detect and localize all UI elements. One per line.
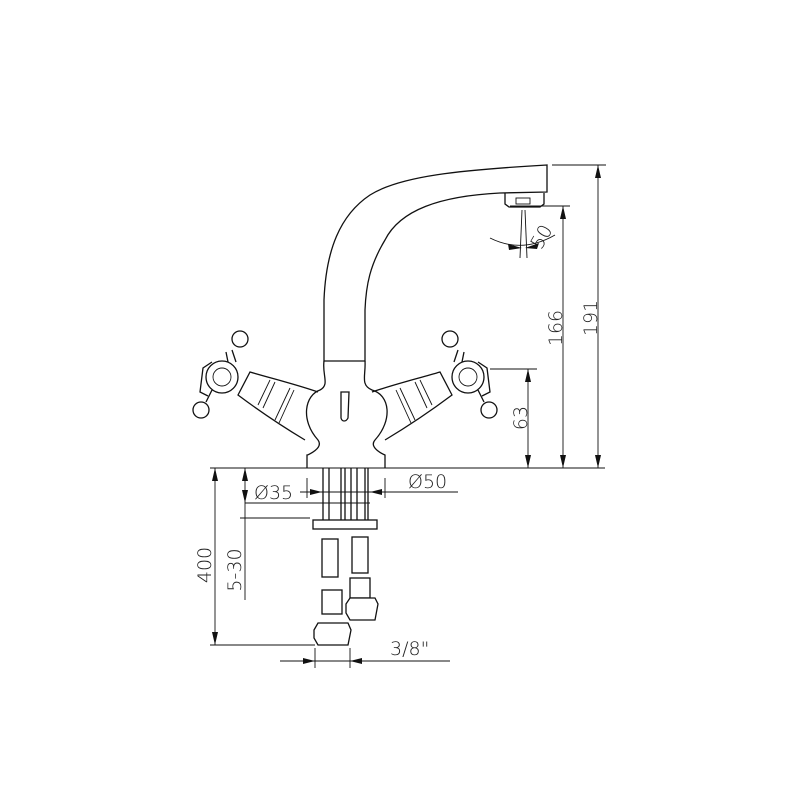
spout xyxy=(323,164,548,362)
dim-3-8-inch: 3/8" xyxy=(390,638,429,660)
dim-400: 400 xyxy=(194,547,216,583)
dim-diameter-50: Ø50 xyxy=(408,471,447,493)
hoses xyxy=(312,468,379,646)
right-handle xyxy=(371,330,498,441)
dim-diameter-35: Ø35 xyxy=(254,482,293,504)
dim-5-30: 5-30 xyxy=(224,548,246,591)
dim-166: 166 xyxy=(545,310,567,346)
dim-63: 63 xyxy=(510,406,532,430)
dim-191: 191 xyxy=(580,300,602,336)
dimension-lines xyxy=(210,164,606,668)
left-handle xyxy=(192,330,319,441)
body xyxy=(305,360,388,468)
